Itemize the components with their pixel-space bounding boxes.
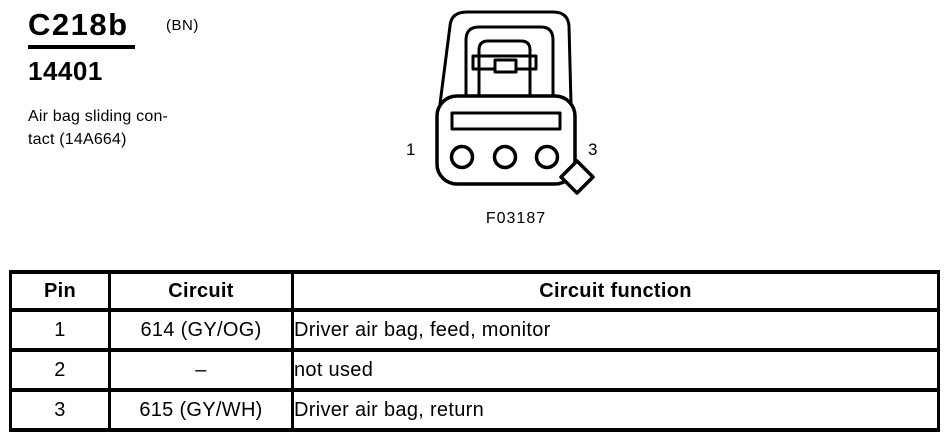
table-row: 1 614 (GY/OG) Driver air bag, feed, moni… [9, 308, 940, 352]
part-number: 14401 [28, 56, 103, 86]
figure-id: F03187 [485, 210, 547, 227]
table-row: 3 615 (GY/WH) Driver air bag, return [9, 388, 940, 432]
connector-id: C218b [28, 7, 129, 42]
table-header-row: Pin Circuit Circuit function [9, 270, 940, 312]
index-key-diamond [559, 159, 595, 195]
pin-1-function: Driver air bag, feed, monitor [291, 308, 940, 352]
connector-drawing [435, 10, 595, 195]
pinout-table: Pin Circuit Circuit function 1 614 (GY/O… [9, 270, 940, 432]
component-description: Air bag sliding con- tact (14A664) [28, 105, 168, 151]
pin-1-cavity [449, 144, 475, 170]
pin-2-number: 2 [9, 348, 111, 392]
component-description-line2: tact (14A664) [28, 131, 127, 148]
pin-3-circuit: 615 (GY/WH) [108, 388, 294, 432]
connector-id-underline [28, 45, 135, 49]
connector-variant: (BN) [166, 17, 199, 34]
column-header-function: Circuit function [291, 270, 940, 312]
component-description-line1: Air bag sliding con- [28, 108, 169, 125]
pin-3-cavity [534, 144, 560, 170]
body-slot [450, 111, 562, 131]
pin-1-number: 1 [9, 308, 111, 352]
pin-label-3: 3 [588, 140, 598, 159]
latch-notch [493, 58, 518, 74]
pin-1-circuit: 614 (GY/OG) [108, 308, 294, 352]
connector-body [435, 94, 577, 186]
pin-2-cavity [492, 144, 518, 170]
pin-2-circuit: – [108, 348, 294, 392]
pin-2-function: not used [291, 348, 940, 392]
pin-label-1: 1 [406, 140, 416, 159]
column-header-pin: Pin [9, 270, 111, 312]
pinout-table-container: Pin Circuit Circuit function 1 614 (GY/O… [9, 270, 940, 432]
pin-3-function: Driver air bag, return [291, 388, 940, 432]
pin-3-number: 3 [9, 388, 111, 432]
column-header-circuit: Circuit [108, 270, 294, 312]
table-row: 2 – not used [9, 348, 940, 392]
